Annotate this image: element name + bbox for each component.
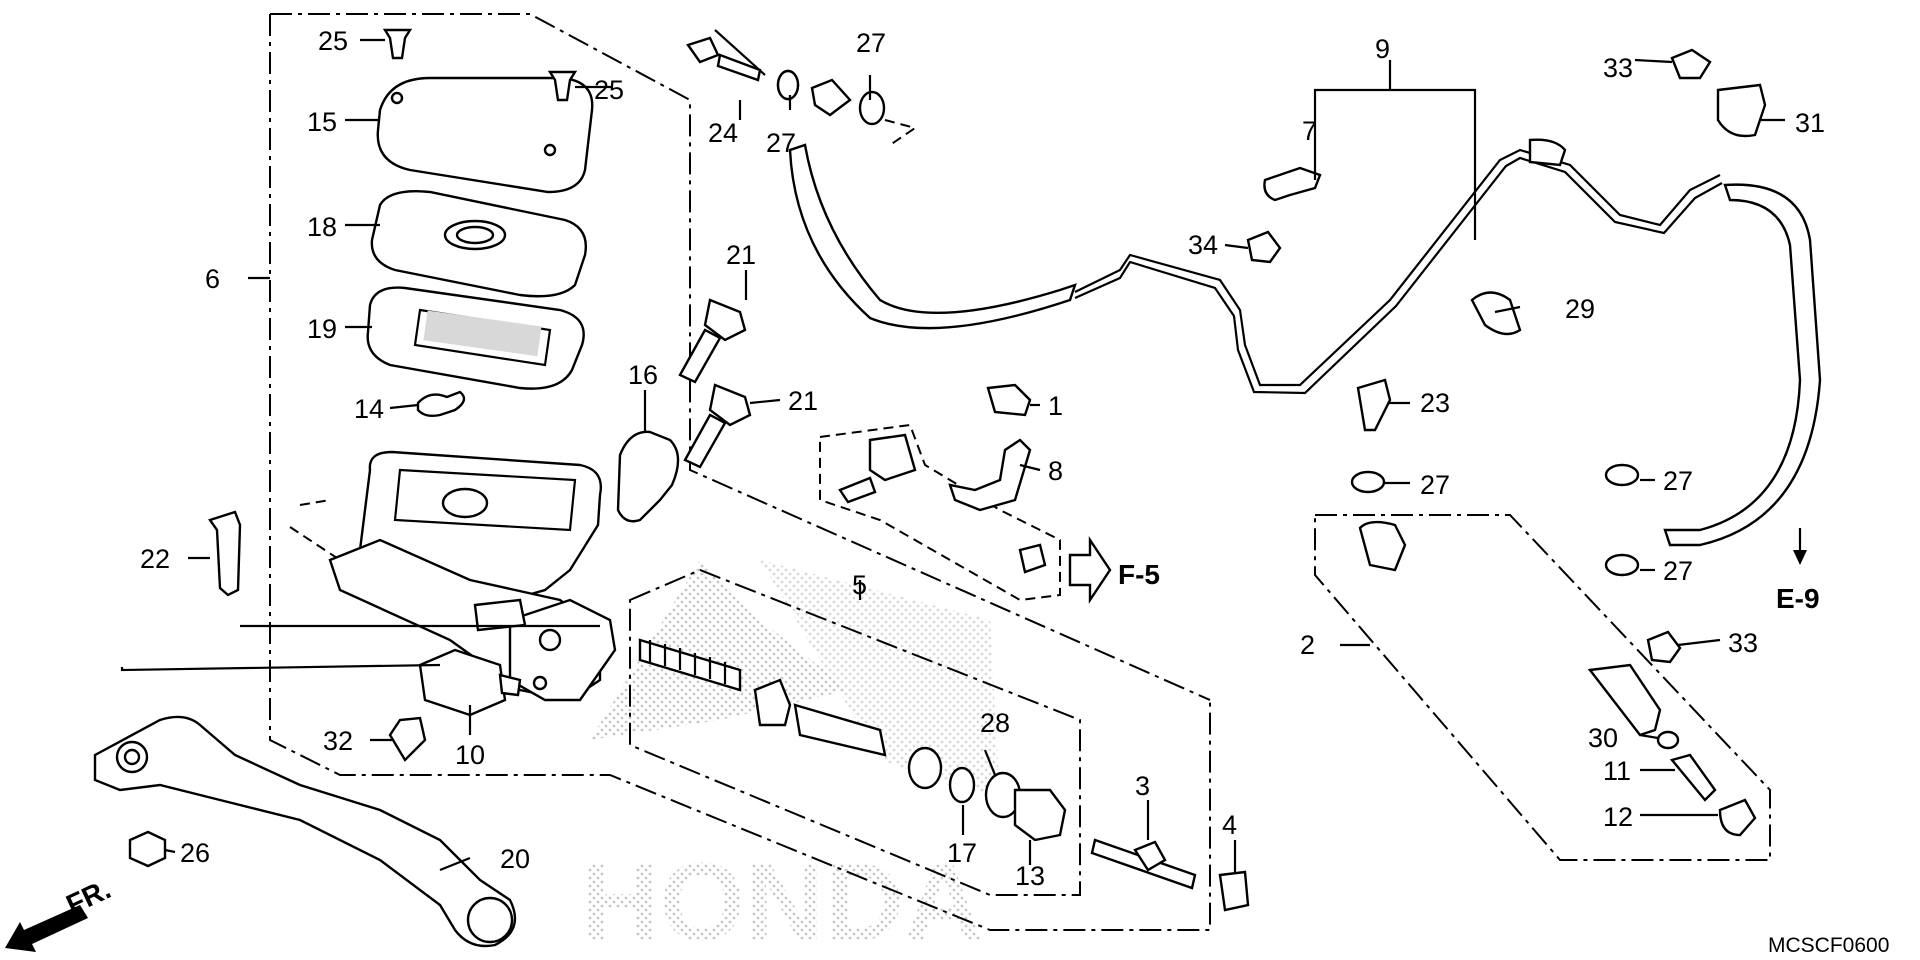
callout-11: 11 xyxy=(1603,756,1631,786)
callout-20: 20 xyxy=(500,844,530,874)
diagram-code: MCSCF0600 xyxy=(1768,934,1889,957)
boot-13 xyxy=(1013,788,1067,842)
callout-19: 19 xyxy=(307,314,337,344)
piston-spring xyxy=(638,638,742,692)
reference-arrow-e9 xyxy=(1793,528,1807,565)
callout-17: 17 xyxy=(947,838,977,868)
oil-bolt-23 xyxy=(1356,378,1392,432)
bleeder-screw-11 xyxy=(1669,753,1717,802)
master-cylinder-assembly-outline xyxy=(270,13,1211,701)
ref-e9: E-9 xyxy=(1776,583,1820,614)
pivot-nut xyxy=(128,830,167,868)
switch-bracket-outline xyxy=(819,423,1061,602)
hose-bolt-33-lower xyxy=(1646,630,1682,664)
callout-labels: 25 25 15 18 19 14 6 16 21 21 22 32 10 26… xyxy=(61,26,1889,957)
callout-33b: 33 xyxy=(1728,628,1758,658)
callout-21a: 21 xyxy=(726,240,756,270)
piston-kit-outline xyxy=(629,568,1081,896)
lever-pivot-bolt xyxy=(208,510,242,597)
switch-screw xyxy=(388,716,427,762)
ref-f5: F-5 xyxy=(1118,559,1160,590)
callout-25b: 25 xyxy=(594,75,624,105)
piston-cup xyxy=(907,746,943,790)
washer-30 xyxy=(1656,730,1680,750)
rod-boot xyxy=(1218,870,1250,912)
callout-34: 34 xyxy=(1188,230,1218,260)
callout-16: 16 xyxy=(628,360,658,390)
reference-arrow-f5 xyxy=(1068,536,1112,604)
sealing-washers xyxy=(776,69,1640,577)
hose-banjo-fitting xyxy=(1358,520,1407,572)
callout-26: 26 xyxy=(180,838,210,868)
callout-10: 10 xyxy=(455,740,485,770)
callout-33a: 33 xyxy=(1603,53,1633,83)
callout-18: 18 xyxy=(307,212,337,242)
callout-3: 3 xyxy=(1135,771,1150,801)
callout-12: 12 xyxy=(1603,802,1633,832)
washer-17 xyxy=(948,766,976,804)
callout-27d: 27 xyxy=(1663,466,1693,496)
callout-28: 28 xyxy=(980,708,1010,738)
callout-8: 8 xyxy=(1048,456,1063,486)
callout-29: 29 xyxy=(1565,294,1595,324)
watermark-text: HONDA xyxy=(580,841,983,960)
piston xyxy=(793,703,887,757)
callout-27b: 27 xyxy=(856,28,886,58)
callout-23: 23 xyxy=(1420,388,1450,418)
callout-1: 1 xyxy=(1048,391,1063,421)
switch-stay-block xyxy=(868,433,917,482)
diaphragm xyxy=(366,286,585,390)
callout-31: 31 xyxy=(1795,108,1825,138)
front-direction-arrow xyxy=(5,905,88,952)
callout-15: 15 xyxy=(307,107,337,137)
clamp-bolt-33-top xyxy=(1670,48,1712,80)
reservoir-cap xyxy=(376,76,594,194)
push-rod-joint xyxy=(1133,840,1167,872)
leader-lines xyxy=(120,38,1785,872)
callout-27c: 27 xyxy=(1420,470,1450,500)
spring-seat xyxy=(753,678,792,727)
cap-screws xyxy=(382,28,578,102)
callout-27e: 27 xyxy=(1663,556,1693,586)
master-cylinder-holder xyxy=(616,430,680,523)
clutch-hose-outline xyxy=(1314,514,1771,861)
clutch-hose-lower xyxy=(1528,138,1822,547)
callout-14: 14 xyxy=(354,394,384,424)
bleeder-cap-12 xyxy=(1718,798,1757,837)
pipe-clamp-7 xyxy=(1263,166,1322,202)
stay-screw xyxy=(1018,543,1047,574)
callout-6: 6 xyxy=(205,264,220,294)
clutch-hose-upper xyxy=(686,29,1723,395)
hose-lower-fitting xyxy=(1587,663,1662,737)
clip-1 xyxy=(986,383,1032,417)
hose-clamp-31 xyxy=(1716,83,1767,138)
callout-25a: 25 xyxy=(318,26,348,56)
reservoir-plate xyxy=(416,390,466,418)
switch-stay-8 xyxy=(948,438,1032,512)
clutch-lever xyxy=(93,715,517,948)
callout-13: 13 xyxy=(1015,861,1045,891)
clamp-bolt-34 xyxy=(1246,230,1282,264)
callout-2: 2 xyxy=(1300,630,1315,660)
switch-pin xyxy=(838,476,877,504)
hose-band-29 xyxy=(1470,291,1522,336)
callout-7: 7 xyxy=(1302,116,1317,146)
callout-4: 4 xyxy=(1222,810,1237,840)
clutch-switch xyxy=(418,648,522,717)
callout-9: 9 xyxy=(1375,34,1390,64)
callout-24: 24 xyxy=(708,118,738,148)
diaphragm-plate xyxy=(370,190,587,298)
holder-bolts xyxy=(678,298,752,469)
callout-5: 5 xyxy=(852,570,867,600)
callout-30: 30 xyxy=(1588,723,1618,753)
callout-21b: 21 xyxy=(788,386,818,416)
assembly-outlines xyxy=(269,13,1771,931)
callout-32: 32 xyxy=(323,726,353,756)
callout-27a: 27 xyxy=(766,128,796,158)
callout-22: 22 xyxy=(140,544,170,574)
